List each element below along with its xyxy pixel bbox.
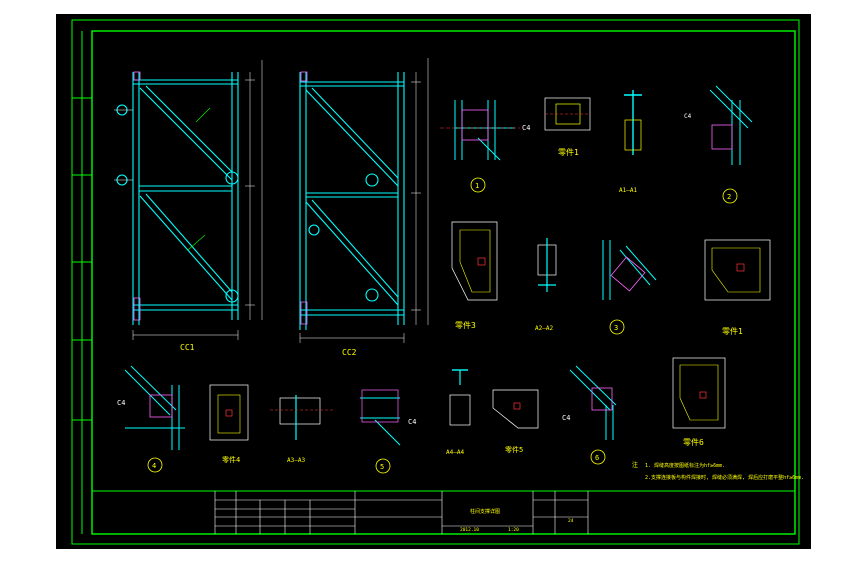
detail-6: C4 6 bbox=[562, 365, 617, 465]
label-part6: 零件6 bbox=[683, 437, 704, 447]
part-6: 零件6 bbox=[672, 357, 726, 447]
label-a1: A1—A1 bbox=[619, 187, 637, 194]
detail-6-c4: C4 bbox=[562, 414, 570, 422]
label-cc2: CC2 bbox=[342, 348, 357, 357]
notes-prefix: 注 bbox=[632, 461, 638, 469]
notes-line-1: 1. 焊缝高度按图纸标注为hf≥6mm. bbox=[645, 462, 725, 469]
label-part4: 零件4 bbox=[222, 455, 240, 464]
detail-4: C4 4 bbox=[117, 365, 185, 473]
part-7: 零件1 bbox=[704, 239, 771, 336]
section-a3-a3: A3—A3 bbox=[270, 395, 335, 464]
detail-2-number: 2 bbox=[727, 193, 731, 201]
title-date: 2012.10 bbox=[460, 527, 479, 533]
section-a4-a4: A4—A4 bbox=[446, 369, 471, 456]
section-a1-a1: A1—A1 bbox=[619, 90, 642, 194]
label-a3: A3—A3 bbox=[287, 457, 305, 464]
drawing-area bbox=[56, 14, 811, 549]
label-part5: 零件5 bbox=[505, 445, 523, 454]
title-scale: 1:20 bbox=[508, 527, 519, 533]
title-sheet: 24 bbox=[568, 518, 574, 524]
outer-border bbox=[71, 19, 800, 545]
label-a2: A2—A2 bbox=[535, 325, 553, 332]
label-part3: 零件3 bbox=[455, 320, 476, 330]
detail-6-number: 6 bbox=[595, 454, 599, 462]
detail-5-c4: C4 bbox=[408, 418, 416, 426]
section-a2-a2: A2—A2 bbox=[535, 238, 557, 332]
inner-border bbox=[91, 30, 796, 535]
detail-2-c4: C4 bbox=[684, 113, 692, 120]
label-part7: 零件1 bbox=[722, 326, 743, 336]
detail-1-number: 1 bbox=[475, 182, 479, 190]
title-block bbox=[214, 491, 589, 534]
part-5: 零件5 bbox=[492, 389, 539, 454]
part-4: 零件4 bbox=[209, 384, 249, 464]
cc2-elevation: CC2 bbox=[299, 58, 429, 357]
title-drawing-name: 柱间支撑详图 bbox=[470, 508, 500, 515]
detail-4-c4: C4 bbox=[117, 399, 125, 407]
part-3: 零件3 bbox=[451, 221, 498, 330]
part-1-top: 零件1 bbox=[544, 97, 591, 157]
label-a4: A4—A4 bbox=[446, 449, 464, 456]
detail-4-number: 4 bbox=[152, 462, 156, 470]
detail-2: C4 2 bbox=[684, 85, 753, 204]
label-part1-top: 零件1 bbox=[558, 147, 579, 157]
label-cc1: CC1 bbox=[180, 343, 195, 352]
detail-5: C4 5 bbox=[360, 389, 416, 474]
detail-3: 3 bbox=[602, 240, 657, 335]
detail-1: 1 C4 bbox=[440, 100, 530, 193]
detail-5-number: 5 bbox=[380, 463, 384, 471]
notes-line-2: 2.支撑连接板与构件焊接时, 焊缝必须满焊, 焊后应打磨平整hf≥6mm. bbox=[645, 474, 804, 481]
detail-1-c4: C4 bbox=[522, 124, 530, 132]
cc1-elevation: CC1 bbox=[114, 60, 263, 352]
detail-3-number: 3 bbox=[614, 324, 618, 332]
